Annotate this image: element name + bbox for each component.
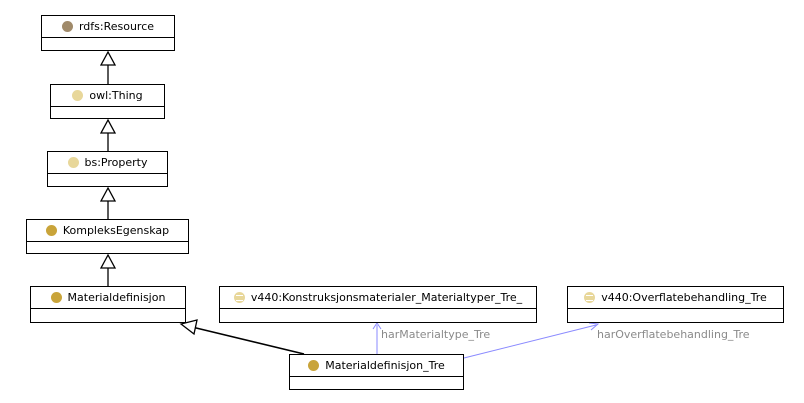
class-node-bs-property[interactable]: bs:Property [47,151,168,187]
edge-label-har-overflatebehandling[interactable]: harOverflatebehandling_Tre [597,328,750,341]
class-label: Materialdefinisjon_Tre [325,359,445,372]
datatype-label: v440:Overflatebehandling_Tre [601,291,767,304]
subclass-edge-tre-material [191,326,305,355]
property-edge-har-overflatebehandling [463,324,597,359]
class-icon [308,360,320,371]
generalization-arrowhead [99,50,117,66]
edge-label-har-materialtype[interactable]: harMaterialtype_Tre [381,328,491,341]
class-icon [67,157,79,168]
datatype-label: v440:Konstruksjonsmaterialer_Materialtyp… [250,291,523,304]
open-arrowhead [588,322,600,331]
object-property-edges [372,322,600,359]
generalization-arrowhead [99,186,117,202]
class-node-body [42,37,174,50]
class-label: owl:Thing [89,89,143,102]
class-node-rdfs-resource[interactable]: rdfs:Resource [41,15,175,51]
datatype-node-konstruksjonsmaterialer[interactable]: v440:Konstruksjonsmaterialer_Materialtyp… [219,286,537,323]
class-node-materialdefinisjon[interactable]: Materialdefinisjon [30,286,186,323]
generalization-arrowhead [99,118,117,134]
class-node-body [48,173,167,186]
class-label: KompleksEgenskap [62,224,170,237]
class-label: Materialdefinisjon [67,291,166,304]
datatype-node-overflatebehandling[interactable]: v440:Overflatebehandling_Tre [567,286,784,323]
class-node-kompleks-egenskap[interactable]: KompleksEgenskap [26,219,189,254]
class-icon [61,21,73,32]
class-icon [72,90,84,101]
class-node-body [51,106,164,118]
class-icon [45,225,57,236]
class-node-body [31,308,185,322]
class-node-owl-thing[interactable]: owl:Thing [50,84,165,119]
generalization-arrowhead [99,253,117,269]
class-label: bs:Property [84,156,148,169]
generalization-arrowhead [179,319,198,336]
class-label: rdfs:Resource [78,20,155,33]
datatype-node-body [220,308,536,322]
class-icon [50,292,62,303]
open-arrowhead [372,322,382,330]
datatype-node-body [568,308,783,322]
subclass-edges [99,50,305,355]
enumeration-icon [584,292,596,303]
class-node-materialdefinisjon-tre[interactable]: Materialdefinisjon_Tre [289,354,464,390]
class-node-body [290,376,463,389]
class-node-body [27,241,188,253]
enumeration-icon [233,292,245,303]
